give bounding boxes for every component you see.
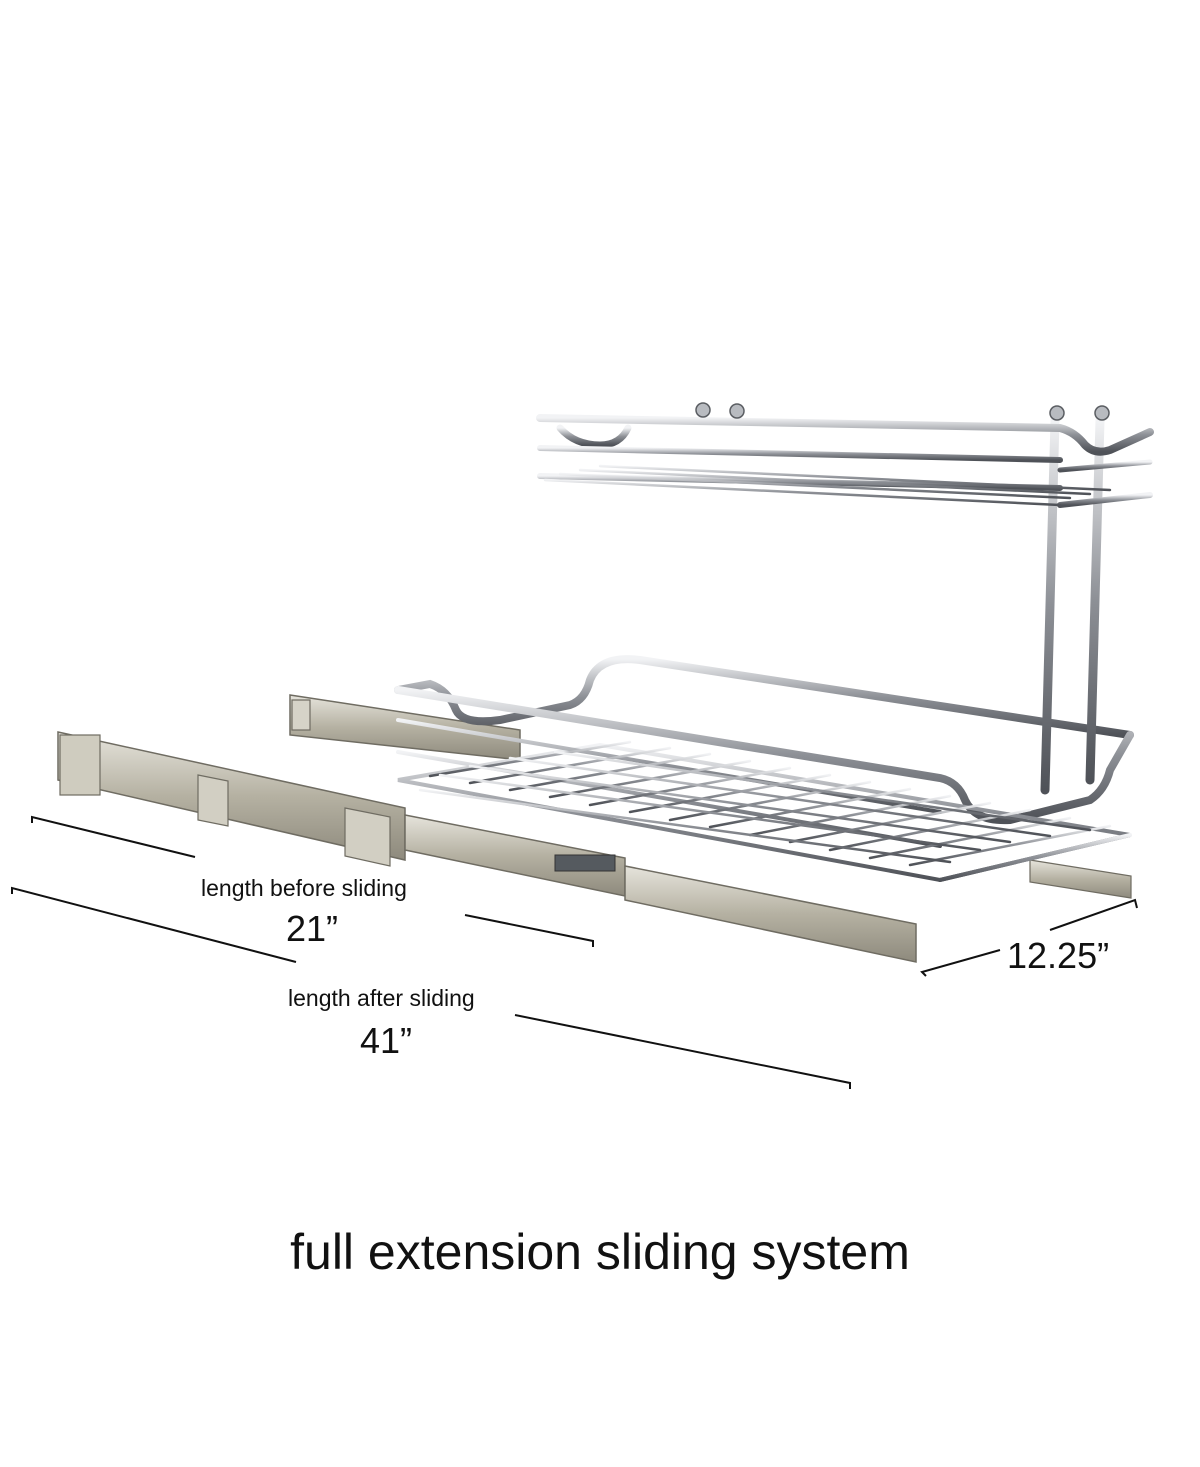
mount-bracket-2 <box>344 807 391 867</box>
upper-shelf <box>536 414 1154 508</box>
before-line-right <box>464 914 594 947</box>
length-after-label: length after sliding <box>288 985 475 1011</box>
length-before-value: 21” <box>286 908 339 949</box>
front-rail-end-block <box>59 734 101 796</box>
upper-shelf-grid <box>543 464 1112 507</box>
front-rail-inner <box>624 865 917 963</box>
after-line-right <box>514 1014 851 1089</box>
width-value: 12.25” <box>1007 935 1110 976</box>
width-line-left <box>920 949 1001 977</box>
length-before-label: length before sliding <box>201 875 407 901</box>
lower-basket-grid <box>418 740 1112 867</box>
rear-rail-bracket <box>291 699 311 731</box>
mount-bracket-1 <box>197 774 229 827</box>
upper-shelf-front-curve <box>556 424 632 449</box>
slide-rails <box>57 694 1132 963</box>
length-after-value: 41” <box>360 1020 413 1061</box>
front-rail-outer <box>57 731 406 861</box>
before-line-left <box>31 815 196 858</box>
post-caps <box>695 402 1110 421</box>
width-line-right <box>1049 898 1138 931</box>
lower-basket-front-rim <box>394 655 1134 739</box>
after-line-left <box>11 886 297 963</box>
dimension-lines <box>11 815 1138 1089</box>
rail-latch <box>554 854 616 872</box>
caption: full extension sliding system <box>290 1224 910 1280</box>
lower-basket-top-rim <box>394 686 1134 825</box>
right-rail <box>1029 859 1132 899</box>
lower-basket <box>394 655 1134 883</box>
upper-shelf-top-rim <box>536 414 1154 456</box>
